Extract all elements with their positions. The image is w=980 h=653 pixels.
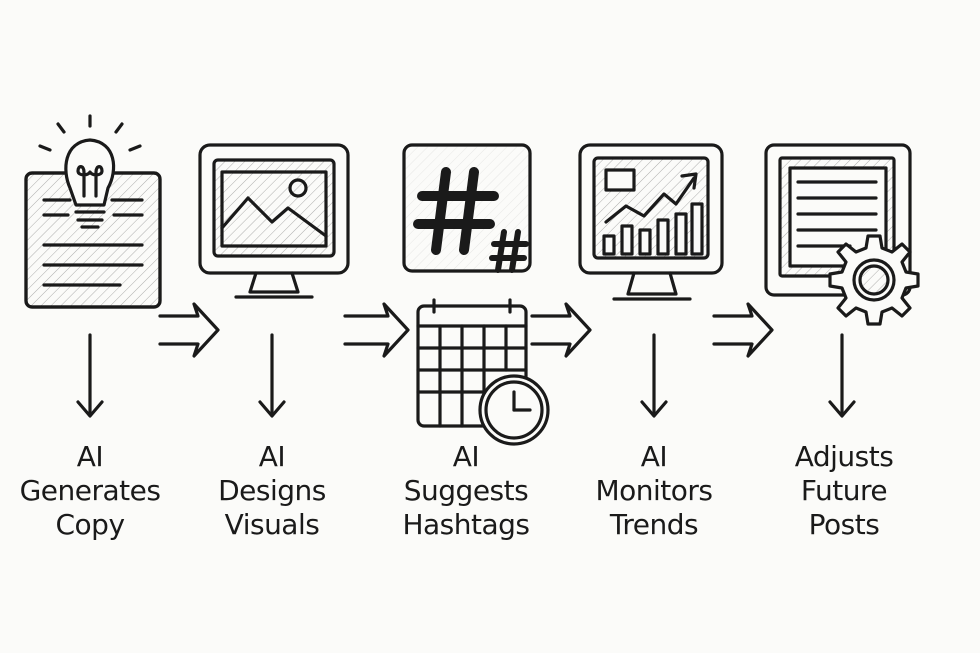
step-label-line: Future bbox=[800, 474, 888, 507]
document-gear-icon bbox=[764, 143, 920, 326]
step-label-line: Monitors bbox=[595, 474, 713, 507]
flow-arrow bbox=[158, 302, 220, 358]
step-label-line: Generates bbox=[19, 474, 161, 507]
monitor-chart-icon bbox=[578, 143, 724, 301]
step-label-line: Trends bbox=[609, 508, 699, 541]
step-label-suggests-hashtags: AI Suggests Hashtags bbox=[376, 440, 556, 542]
step-label-generates-copy: AI Generates Copy bbox=[0, 440, 180, 542]
down-arrow bbox=[258, 333, 286, 418]
step-label-line: Adjusts bbox=[794, 440, 894, 473]
step-label-line: Posts bbox=[808, 508, 880, 541]
step-label-line: AI bbox=[640, 440, 668, 473]
flow-arrow bbox=[530, 302, 592, 358]
step-label-line: AI bbox=[76, 440, 104, 473]
step-label-line: Copy bbox=[55, 508, 125, 541]
down-arrow bbox=[76, 333, 104, 418]
step-label-line: Suggests bbox=[403, 474, 529, 507]
step-label-monitors-trends: AI Monitors Trends bbox=[564, 440, 744, 542]
step-label-line: AI bbox=[258, 440, 286, 473]
step-label-line: Designs bbox=[218, 474, 326, 507]
hashtag-calendar-clock-icon bbox=[402, 143, 550, 446]
monitor-image-icon bbox=[198, 143, 350, 299]
step-label-line: Hashtags bbox=[402, 508, 530, 541]
flow-arrow bbox=[712, 302, 774, 358]
step-label-line: Visuals bbox=[224, 508, 320, 541]
down-arrow bbox=[828, 333, 856, 418]
down-arrow bbox=[640, 333, 668, 418]
step-label-adjusts-future-posts: Adjusts Future Posts bbox=[754, 440, 934, 542]
step-label-designs-visuals: AI Designs Visuals bbox=[182, 440, 362, 542]
flow-arrow bbox=[343, 302, 410, 358]
step-label-line: AI bbox=[452, 440, 480, 473]
lightbulb-document-icon bbox=[24, 114, 162, 309]
